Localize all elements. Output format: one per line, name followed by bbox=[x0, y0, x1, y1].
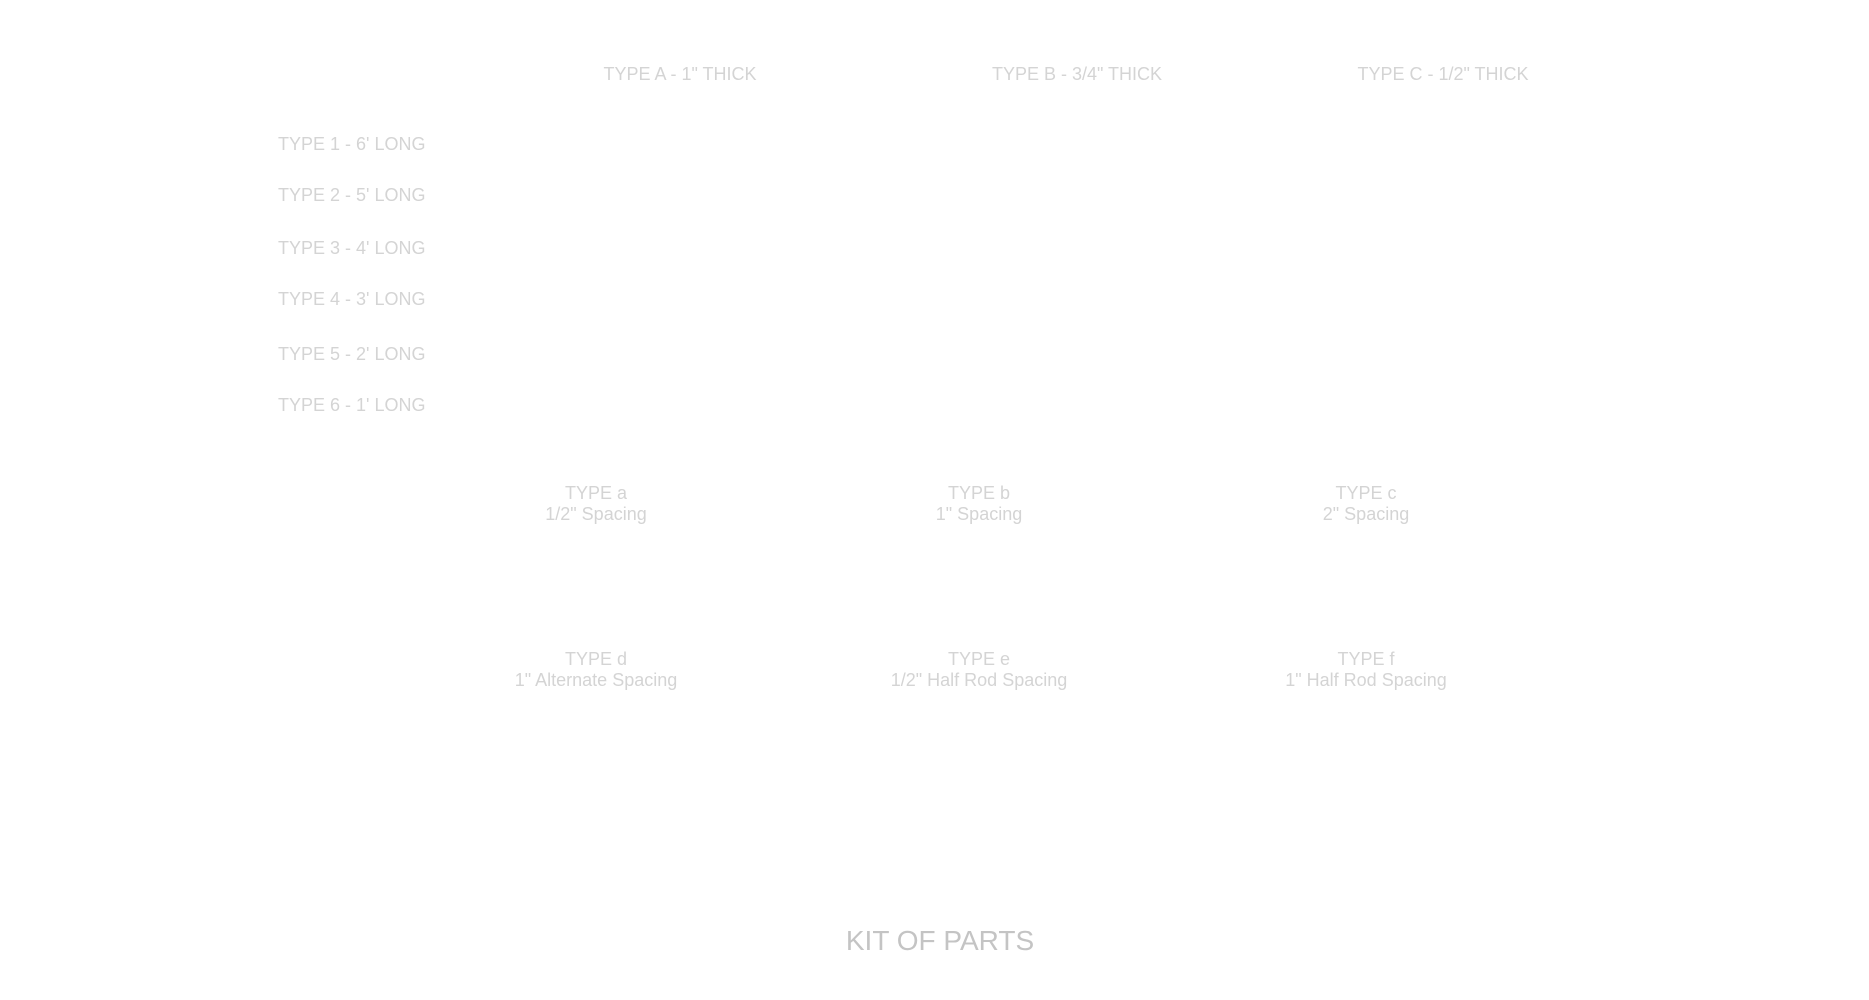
spacing-type-f-spacing: 1" Half Rod Spacing bbox=[1285, 670, 1447, 690]
spacing-type-a-name: TYPE a bbox=[564, 483, 628, 503]
length-type-5-label: TYPE 5 - 2' LONG bbox=[278, 344, 426, 364]
spacing-type-c-name: TYPE c bbox=[1335, 483, 1397, 503]
spacing-type-a: TYPE a 1/2" Spacing bbox=[545, 483, 646, 525]
length-type-2-label: TYPE 2 - 5' LONG bbox=[278, 185, 426, 205]
length-type-4-label: TYPE 4 - 3' LONG bbox=[278, 289, 426, 309]
spacing-type-f-name: TYPE f bbox=[1337, 649, 1395, 669]
spacing-type-d-name: TYPE d bbox=[564, 649, 628, 669]
spacing-type-d: TYPE d 1" Alternate Spacing bbox=[515, 649, 678, 691]
spacing-type-b: TYPE b 1" Spacing bbox=[936, 483, 1022, 525]
thickness-type-b-label: TYPE B - 3/4" THICK bbox=[991, 64, 1163, 84]
length-type-1-label: TYPE 1 - 6' LONG bbox=[278, 134, 426, 154]
spacing-type-e-spacing: 1/2" Half Rod Spacing bbox=[890, 670, 1068, 690]
spacing-type-c: TYPE c 2" Spacing bbox=[1323, 483, 1409, 525]
spacing-type-d-spacing: 1" Alternate Spacing bbox=[514, 670, 678, 690]
spacing-type-b-spacing: 1" Spacing bbox=[935, 504, 1023, 524]
length-type-3-label: TYPE 3 - 4' LONG bbox=[278, 238, 426, 258]
spacing-type-e: TYPE e 1/2" Half Rod Spacing bbox=[891, 649, 1068, 691]
sheet-title: KIT OF PARTS bbox=[845, 925, 1035, 956]
spacing-type-e-name: TYPE e bbox=[947, 649, 1011, 669]
thickness-type-c-label: TYPE C - 1/2" THICK bbox=[1357, 64, 1529, 84]
spacing-type-a-spacing: 1/2" Spacing bbox=[545, 504, 647, 524]
spacing-type-c-spacing: 2" Spacing bbox=[1322, 504, 1410, 524]
spacing-type-b-name: TYPE b bbox=[947, 483, 1011, 503]
thickness-type-a-label: TYPE A - 1" THICK bbox=[603, 64, 757, 84]
length-type-6-label: TYPE 6 - 1' LONG bbox=[278, 395, 426, 415]
spacing-type-f: TYPE f 1" Half Rod Spacing bbox=[1285, 649, 1446, 691]
